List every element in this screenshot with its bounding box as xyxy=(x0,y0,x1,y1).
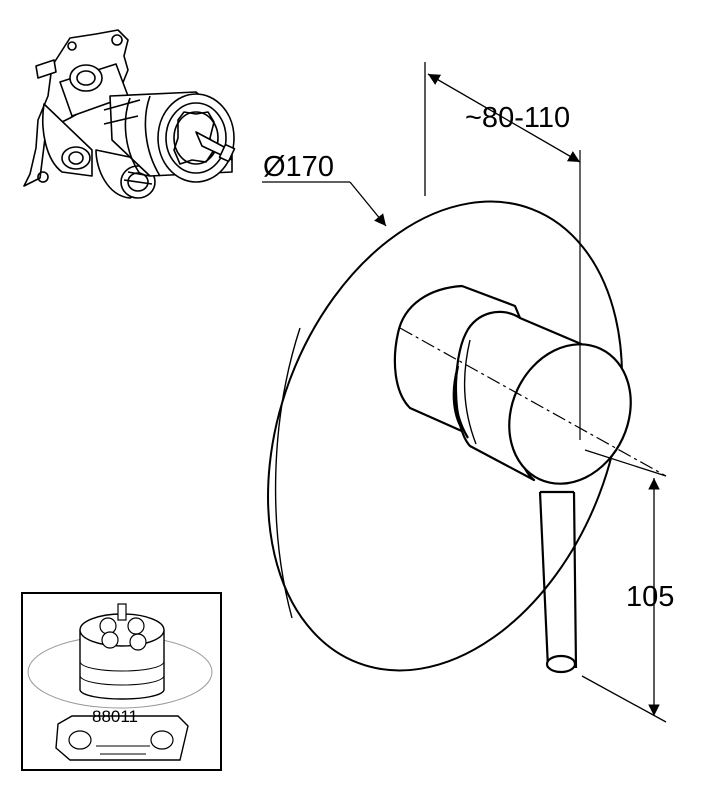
handle-body xyxy=(393,284,632,485)
lever-height-dimension xyxy=(581,449,667,723)
valve-body-illustration xyxy=(23,29,236,199)
inset-box: 88011 xyxy=(21,592,222,771)
diameter-leader xyxy=(262,181,387,227)
lever xyxy=(538,490,578,674)
projection-dimension xyxy=(424,62,581,196)
projection-label: ~80-110 xyxy=(465,102,570,134)
axis-centerline xyxy=(399,327,667,477)
diameter-label: Ø170 xyxy=(263,151,334,183)
escutcheon-plate xyxy=(267,200,623,672)
part-number-label: 88011 xyxy=(92,707,138,726)
lever-height-label: 105 xyxy=(626,581,674,613)
